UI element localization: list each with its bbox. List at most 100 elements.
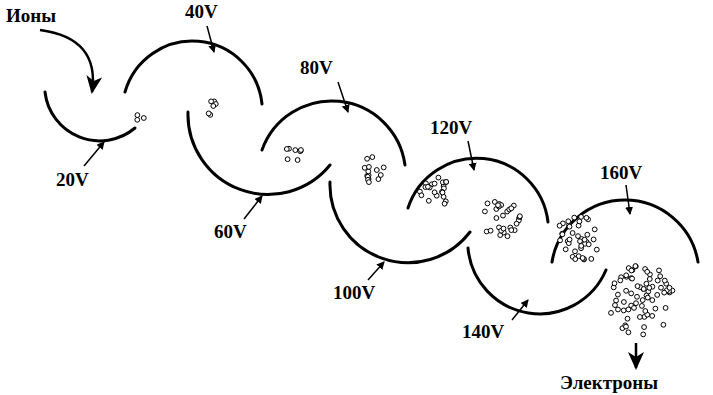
electron-dot xyxy=(650,298,655,303)
electron-dot xyxy=(517,215,522,220)
electron-dot xyxy=(370,155,375,160)
electron-dot xyxy=(626,330,631,335)
electron-dot xyxy=(632,306,637,311)
electron-dot xyxy=(284,147,289,152)
electron-dot xyxy=(483,209,488,214)
electron-dot xyxy=(381,165,386,170)
electron-dot xyxy=(378,173,383,178)
electron-dot xyxy=(626,307,631,312)
electron-dot xyxy=(653,306,658,311)
ion-arrow xyxy=(40,30,93,92)
electron-dot xyxy=(655,293,660,298)
electron-dot xyxy=(557,223,562,228)
electron-dot xyxy=(645,295,650,300)
electron-dot xyxy=(299,148,304,153)
electron-dot xyxy=(641,287,646,292)
electron-dot xyxy=(566,219,571,224)
dynodes xyxy=(45,41,698,314)
electron-dot xyxy=(135,117,140,122)
electron-dot xyxy=(641,287,646,292)
voltage-label: 100V xyxy=(333,283,375,302)
electron-dot xyxy=(642,325,647,330)
electron-dot xyxy=(426,198,431,203)
dynode xyxy=(468,248,606,314)
electron-dot xyxy=(444,180,449,185)
voltage-label: 80V xyxy=(300,58,333,77)
electron-dot xyxy=(518,214,523,219)
voltage-label: 60V xyxy=(214,222,247,241)
electron-dot xyxy=(650,314,655,319)
electron-dot xyxy=(647,285,652,290)
electron-dot xyxy=(135,113,140,118)
dynode xyxy=(262,101,405,165)
electron-dot xyxy=(633,264,638,269)
electron-dot xyxy=(629,291,634,296)
electron-dot xyxy=(659,285,664,290)
voltage-label: 40V xyxy=(185,2,218,21)
voltage-label: 120V xyxy=(430,118,472,137)
electron-dot xyxy=(621,308,626,313)
electron-dot xyxy=(624,288,629,293)
electron-dot xyxy=(635,284,640,289)
electron-dot xyxy=(629,276,634,281)
electron-dot xyxy=(501,213,506,218)
electron-dot xyxy=(485,201,490,206)
electron-dot xyxy=(206,111,211,116)
electron-dot xyxy=(563,247,568,252)
electron-dot xyxy=(374,168,379,173)
electron-dot xyxy=(594,247,599,252)
electron-dot xyxy=(367,165,372,170)
electron-dot xyxy=(640,304,645,309)
dynode xyxy=(408,158,548,222)
electron-dot xyxy=(635,294,640,299)
electron-dot xyxy=(440,190,445,195)
voltage-arrow xyxy=(84,142,104,166)
dynode xyxy=(45,92,135,141)
electron-dot xyxy=(293,148,298,153)
electron-dot xyxy=(585,232,590,237)
electron-dot xyxy=(444,180,449,185)
electron-dot xyxy=(662,290,667,295)
electron-dot xyxy=(573,249,578,254)
electron-dot xyxy=(285,157,290,162)
electron-dot xyxy=(663,306,668,311)
electron-dot xyxy=(573,257,578,262)
electron-dot xyxy=(592,227,597,232)
electron-dot xyxy=(643,309,648,314)
electron-dot xyxy=(630,276,635,281)
electron-dot xyxy=(657,268,662,273)
electron-dot xyxy=(647,277,652,282)
electron-dot xyxy=(579,244,584,249)
electron-dot xyxy=(609,311,614,316)
electron-dot xyxy=(514,221,519,226)
electron-dot xyxy=(633,264,638,269)
electron-dot xyxy=(432,181,437,186)
voltage-label: 140V xyxy=(462,322,504,341)
electron-dot xyxy=(577,219,582,224)
electron-dot xyxy=(629,268,634,273)
electron-dot xyxy=(641,332,646,337)
electron-dot xyxy=(419,193,424,198)
electron-dot xyxy=(584,215,589,220)
electron-dot xyxy=(501,226,506,231)
electron-dot xyxy=(622,300,627,305)
electron-dot xyxy=(440,189,445,194)
voltage-label: 160V xyxy=(600,163,642,182)
electron-dot xyxy=(612,281,617,286)
electron-dot xyxy=(624,324,629,329)
dynode xyxy=(330,182,470,263)
electron-dot xyxy=(211,104,216,109)
electron-dot xyxy=(667,285,672,290)
electron-dot xyxy=(496,203,501,208)
electron-dot xyxy=(586,242,591,247)
electron-dot xyxy=(625,316,630,321)
voltage-arrow xyxy=(207,26,214,52)
electron-dot xyxy=(661,322,666,327)
electron-dot xyxy=(488,228,493,233)
electron-dot xyxy=(442,201,447,206)
electron-dot xyxy=(658,274,663,279)
voltage-label: 20V xyxy=(56,170,89,189)
electron-dot xyxy=(509,206,514,211)
